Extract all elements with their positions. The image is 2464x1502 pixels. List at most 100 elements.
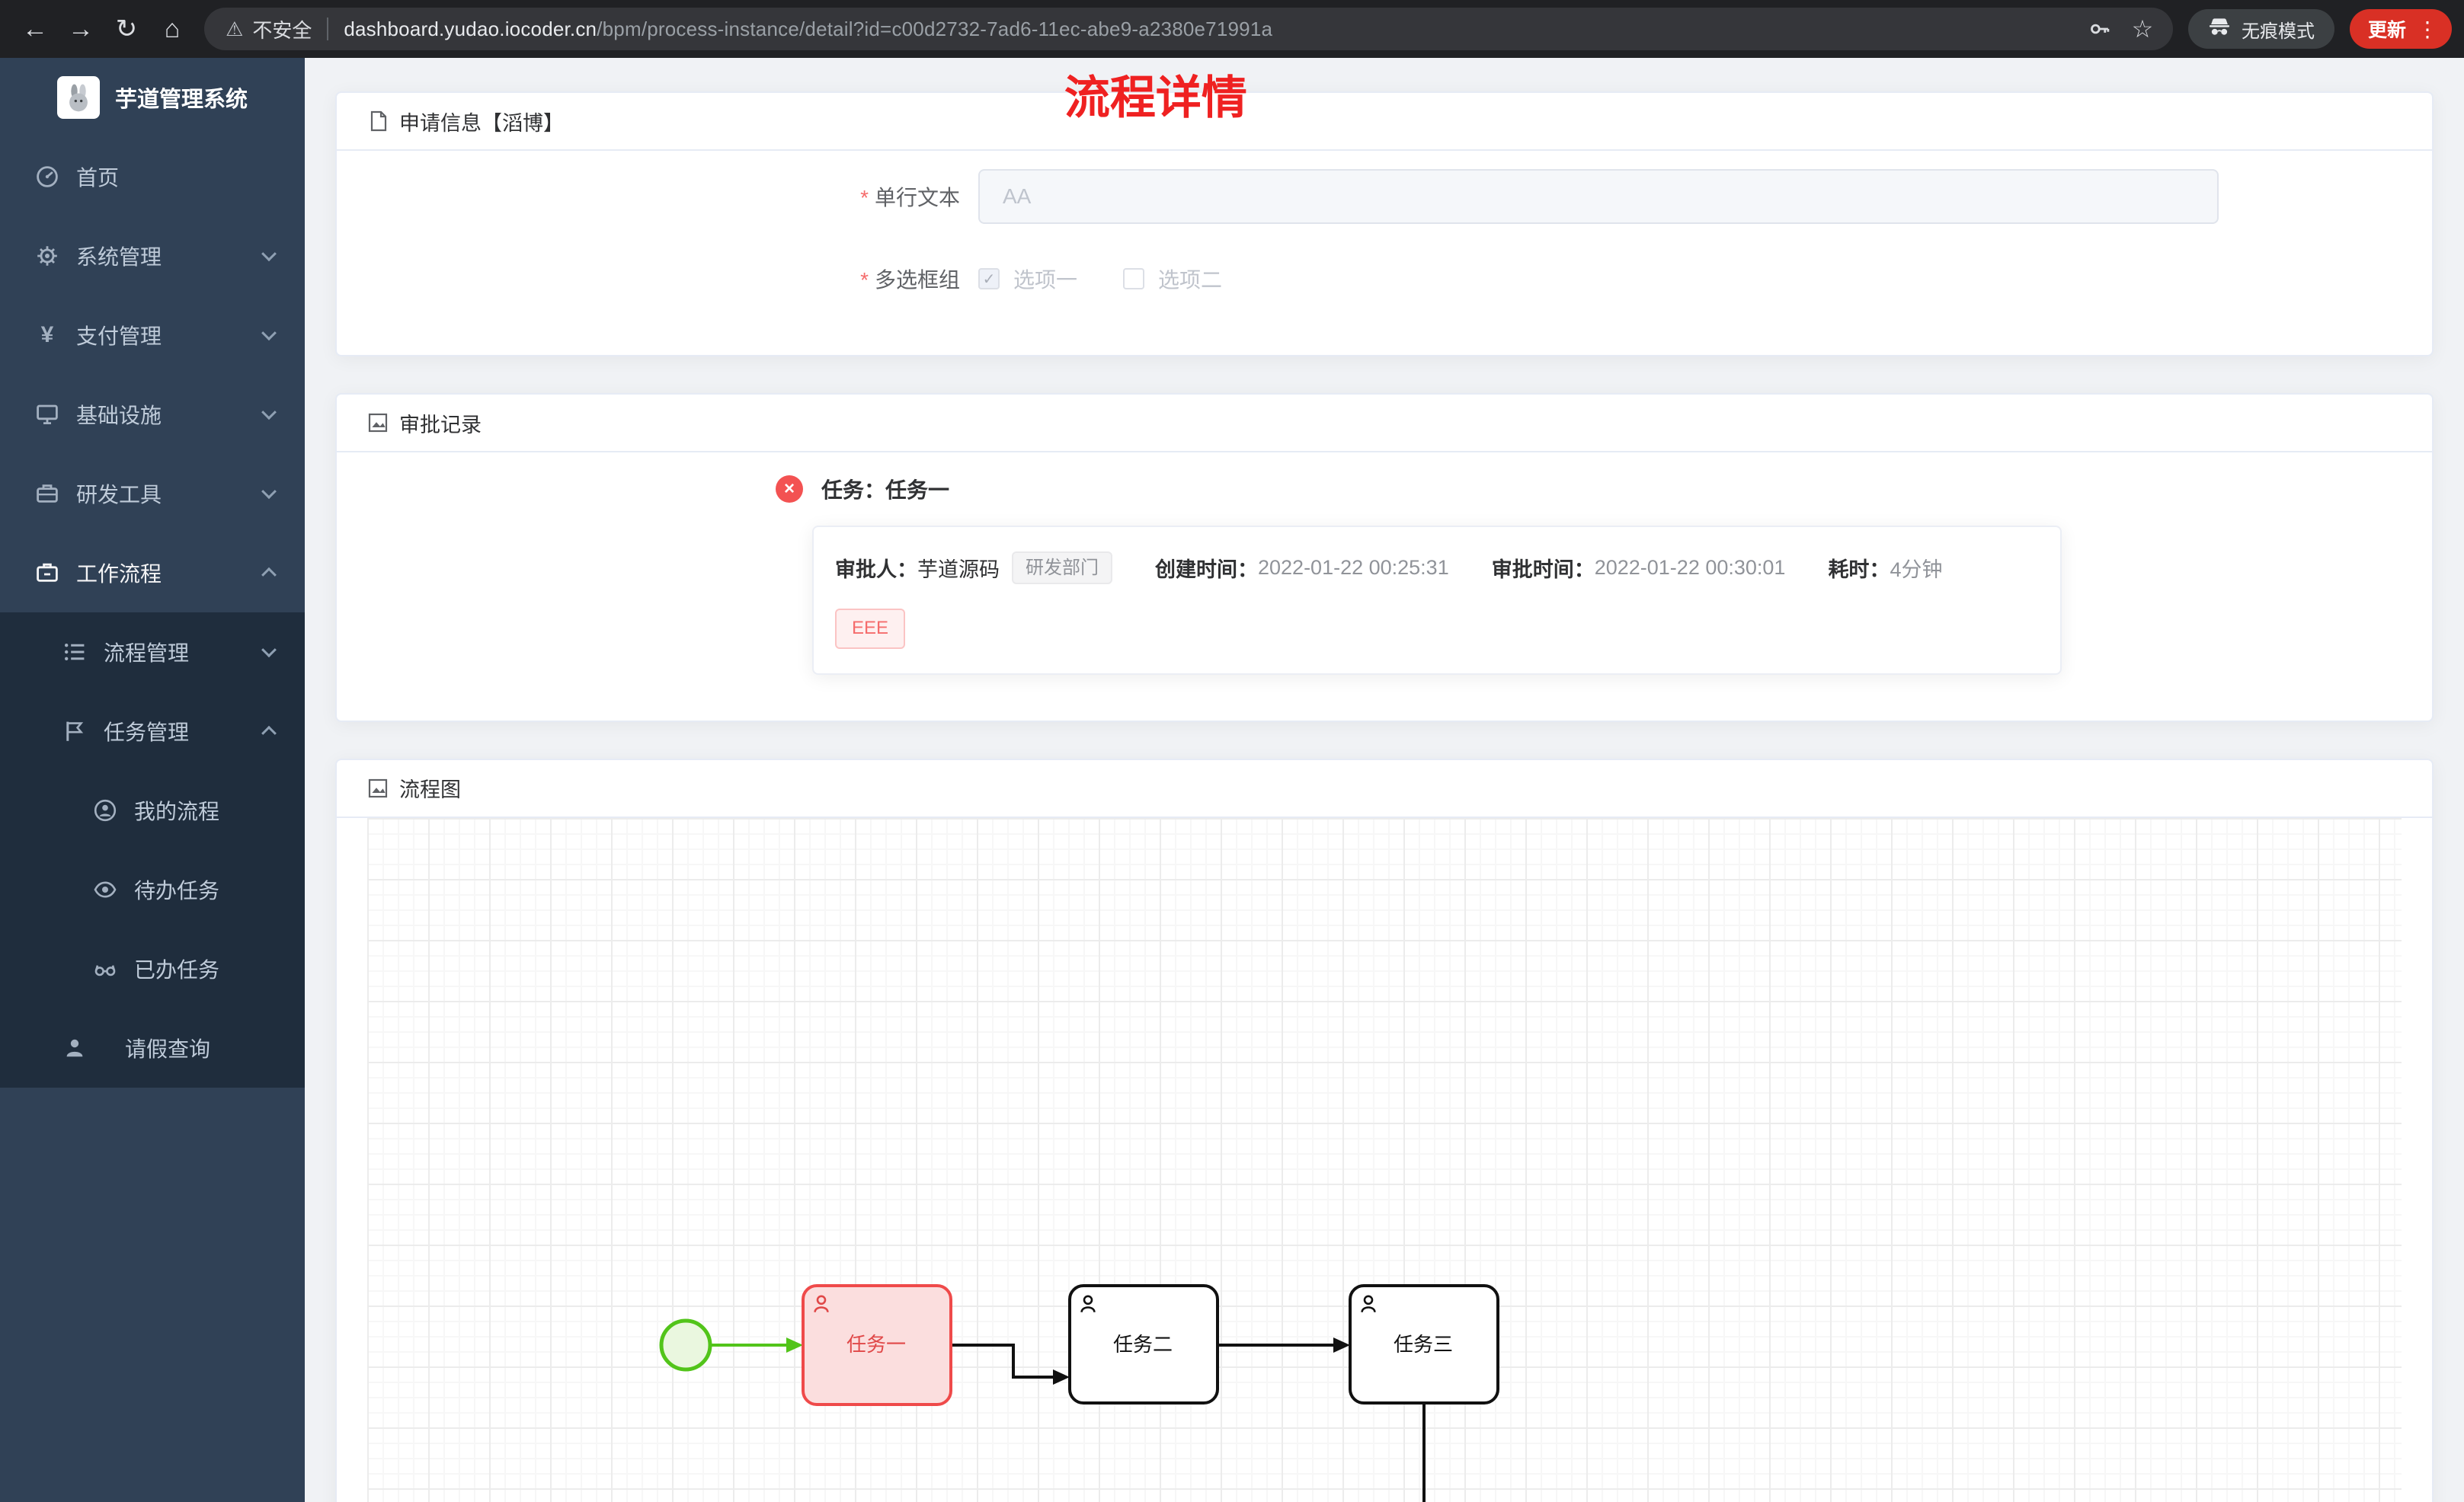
- form-row-single-line-text: *单行文本: [337, 169, 2432, 224]
- process-diagram-card-title: 流程图: [399, 778, 461, 802]
- bpmn-task-three[interactable]: [1349, 1283, 1499, 1405]
- back-icon[interactable]: ←: [22, 14, 48, 43]
- picture-icon: [367, 412, 389, 433]
- picture-icon: [367, 778, 389, 799]
- checkbox-checked-icon: ✓: [978, 268, 1000, 289]
- incognito-icon: [2208, 15, 2231, 43]
- security-label: 不安全: [252, 18, 312, 42]
- bookmark-star-icon[interactable]: ☆: [2131, 15, 2154, 43]
- sidebar-item-payment-management[interactable]: ¥ 支付管理: [0, 296, 305, 375]
- approval-records-card: 审批记录 × 任务：任务一 审批人： 芋道源码 研发部门: [335, 393, 2434, 722]
- forward-icon[interactable]: →: [68, 14, 94, 43]
- assignee-group: 审批人： 芋道源码 研发部门: [835, 551, 1112, 585]
- process-diagram-card: 流程图: [335, 758, 2434, 1502]
- process-diagram-card-header: 流程图: [337, 760, 2432, 818]
- sidebar-item-dev-tools[interactable]: 研发工具: [0, 454, 305, 533]
- checkbox-option-one[interactable]: ✓ 选项一: [978, 264, 1077, 294]
- user-task-icon: [1361, 1295, 1376, 1313]
- approved-time-group: 审批时间： 2022-01-22 00:30:01: [1491, 556, 1786, 582]
- page-title: 流程详情: [1064, 72, 1247, 123]
- url-text: dashboard.yudao.iocoder.cn/bpm/process-i…: [344, 17, 1273, 40]
- bpmn-task-three-label: 任务三: [1394, 1333, 1453, 1356]
- chevron-up-icon: [261, 567, 277, 583]
- bpmn-task-one[interactable]: [802, 1283, 952, 1406]
- chevron-down-icon: [261, 484, 277, 500]
- bpmn-arrowhead: [786, 1337, 803, 1353]
- document-icon: [367, 110, 389, 132]
- bpmn-canvas[interactable]: 任务一 任务二: [367, 817, 2402, 1502]
- apply-info-card: 申请信息【滔博】 *单行文本 *多选框组 ✓ 选项一: [335, 91, 2434, 356]
- single-line-text-label: *单行文本: [860, 186, 960, 209]
- browser-menu-icon[interactable]: ⋮: [2417, 17, 2438, 41]
- home-icon[interactable]: ⌂: [164, 14, 181, 43]
- browser-chrome: ← → ↻ ⌂ ⚠ 不安全 dashboard.yudao.iocoder.cn…: [0, 0, 2464, 58]
- app-logo: [56, 76, 100, 119]
- incognito-badge: 无痕模式: [2187, 9, 2334, 49]
- dashboard-icon: [34, 165, 61, 189]
- apply-info-form: *单行文本 *多选框组 ✓ 选项一 选项二: [337, 151, 2432, 355]
- approval-comment-row: EEE: [835, 609, 2039, 649]
- tools-icon: [34, 481, 61, 506]
- bpmn-arrowhead: [1333, 1337, 1350, 1353]
- assignee-name: 芋道源码: [917, 558, 1000, 582]
- chevron-down-icon: [261, 642, 277, 658]
- required-asterisk: *: [860, 268, 869, 292]
- app-title: 芋道管理系统: [114, 88, 248, 112]
- required-asterisk: *: [860, 186, 869, 209]
- refresh-icon[interactable]: ↻: [115, 14, 138, 43]
- my-process-icon: [91, 798, 119, 823]
- gear-icon: [34, 244, 61, 268]
- checkbox-option-two[interactable]: 选项二: [1123, 264, 1222, 294]
- eye-icon: [91, 877, 119, 902]
- chevron-down-icon: [261, 246, 277, 262]
- glasses-icon: [91, 957, 119, 981]
- chevron-down-icon: [261, 404, 277, 420]
- bpmn-flow-task1-to-task2: [952, 1343, 1054, 1379]
- address-bar[interactable]: ⚠ 不安全 dashboard.yudao.iocoder.cn/bpm/pro…: [204, 8, 2173, 50]
- user-task-icon: [814, 1295, 829, 1313]
- duration-group: 耗时： 4分钟: [1828, 553, 1942, 583]
- sidebar-item-task-management[interactable]: 任务管理: [0, 692, 305, 771]
- bpmn-start-event[interactable]: [659, 1318, 712, 1372]
- chevron-up-icon: [261, 725, 277, 741]
- duration-value: 4分钟: [1890, 558, 1943, 582]
- sidebar-item-process-management[interactable]: 流程管理: [0, 612, 305, 692]
- not-secure-warning-icon: ⚠: [226, 17, 244, 40]
- process-diagram-body: 任务一 任务二: [337, 817, 2432, 1502]
- approval-records-card-header: 审批记录: [337, 395, 2432, 452]
- comment-tag: EEE: [835, 609, 906, 649]
- password-key-icon[interactable]: [2078, 11, 2121, 47]
- sidebar-item-home[interactable]: 首页: [0, 137, 305, 216]
- update-button[interactable]: 更新 ⋮: [2349, 9, 2452, 49]
- sidebar-item-leave-query[interactable]: 请假查询: [0, 1008, 305, 1088]
- created-time-value: 2022-01-22 00:25:31: [1258, 556, 1449, 580]
- approval-records-body: × 任务：任务一 审批人： 芋道源码 研发部门 创建时间：: [337, 452, 2432, 721]
- sidebar-item-done-tasks[interactable]: 已办任务: [0, 929, 305, 1008]
- monitor-icon: [34, 402, 61, 427]
- main-content: 流程详情 申请信息【滔博】 *单行文本 *多选框组: [305, 58, 2464, 1502]
- user-task-icon: [1080, 1295, 1096, 1313]
- sidebar-item-workflow[interactable]: 工作流程: [0, 533, 305, 612]
- approval-task-name: 任务：任务一: [821, 478, 950, 502]
- approval-detail-row: 审批人： 芋道源码 研发部门 创建时间： 2022-01-22 00:25:31…: [835, 551, 2039, 585]
- sidebar-item-todo-tasks[interactable]: 待办任务: [0, 850, 305, 929]
- rejected-status-icon: ×: [776, 475, 803, 503]
- bpmn-task-two[interactable]: [1068, 1283, 1219, 1405]
- sidebar-item-system-management[interactable]: 系统管理: [0, 216, 305, 296]
- apply-info-card-header: 申请信息【滔博】: [337, 93, 2432, 151]
- checkbox-group: ✓ 选项一 选项二: [978, 264, 1222, 294]
- checkbox-group-label: *多选框组: [860, 268, 960, 292]
- approval-task-row: × 任务：任务一: [776, 474, 2402, 504]
- omnibox-divider: [327, 18, 329, 40]
- workflow-icon: [34, 561, 61, 585]
- checkbox-unchecked-icon: [1123, 268, 1145, 289]
- sidebar-item-my-processes[interactable]: 我的流程: [0, 771, 305, 850]
- bpmn-task-one-label: 任务一: [846, 1333, 906, 1356]
- app-logo-row: 芋道管理系统: [0, 58, 305, 137]
- chevron-down-icon: [261, 325, 277, 341]
- apply-info-card-title: 申请信息【滔博】: [399, 111, 564, 135]
- single-line-text-input[interactable]: [978, 169, 2219, 224]
- sidebar-item-infrastructure[interactable]: 基础设施: [0, 375, 305, 454]
- approval-records-card-title: 审批记录: [399, 413, 482, 436]
